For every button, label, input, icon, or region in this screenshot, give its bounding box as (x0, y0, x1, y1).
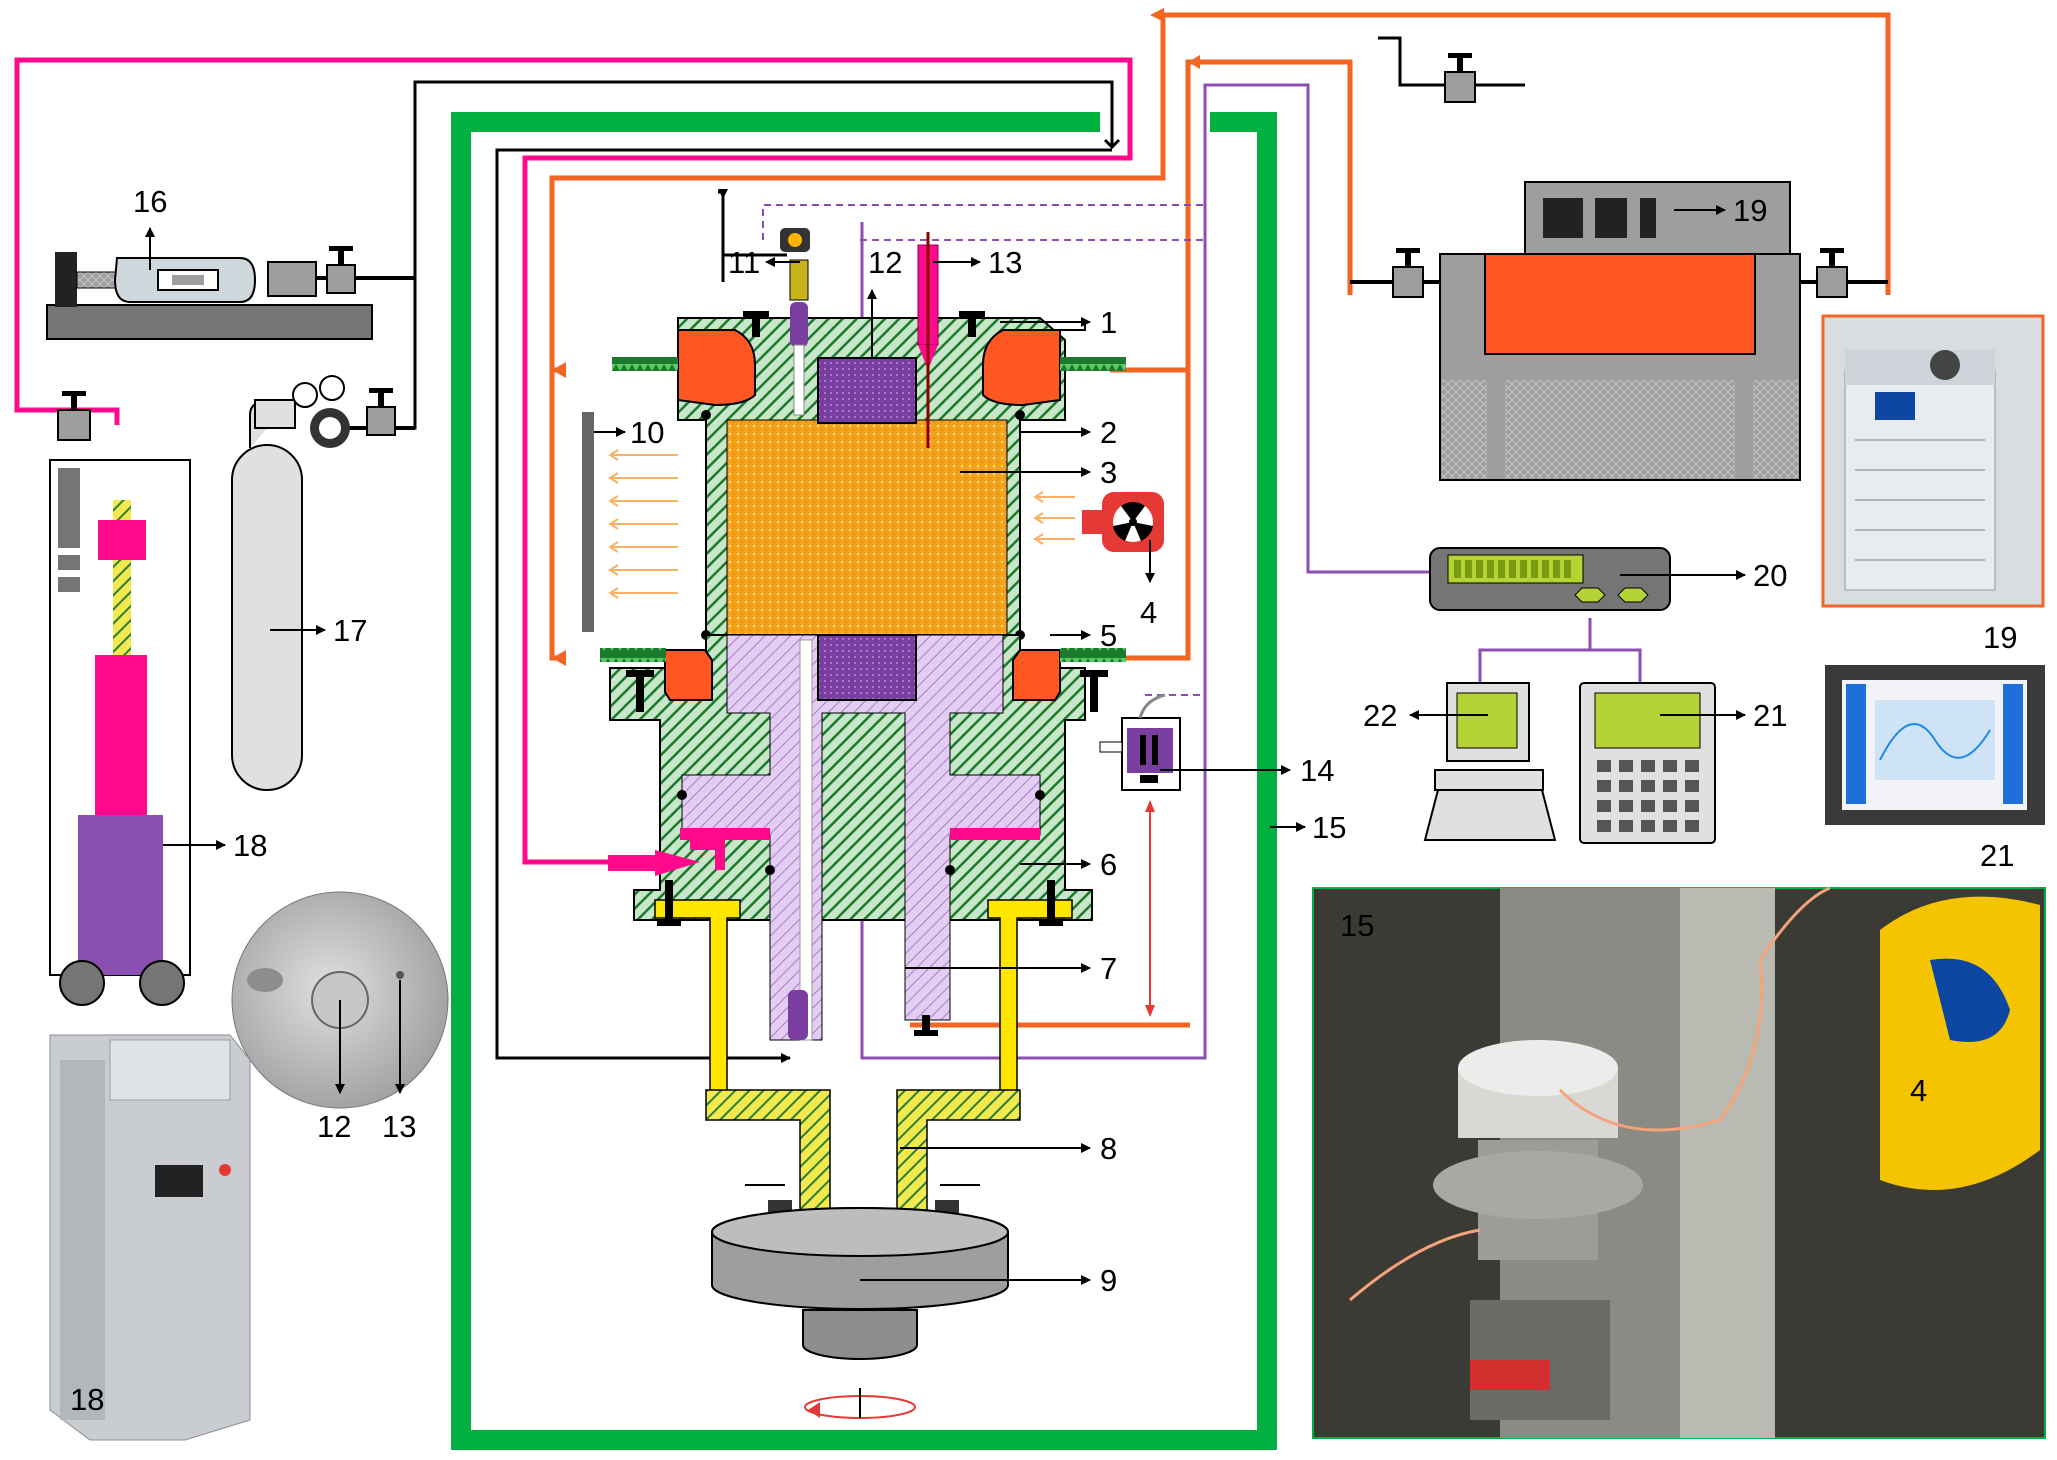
label-5: 5 (1100, 618, 1117, 653)
label-17: 17 (333, 613, 367, 648)
label-15: 15 (1312, 810, 1346, 845)
label-19: 19 (1733, 193, 1767, 228)
displacement-sensor (1099, 693, 1181, 791)
photo-label-13: 13 (382, 1109, 416, 1144)
top-porous-plate (817, 357, 917, 424)
pressure-pump-cabinet (49, 459, 191, 1006)
controller-terminal (1579, 682, 1716, 844)
radiation-shield-frame (451, 112, 1277, 1450)
label-6: 6 (1100, 847, 1117, 882)
leader-lines (145, 205, 1746, 1285)
rock-sample (726, 419, 1008, 636)
label-12: 12 (868, 245, 902, 280)
label-9: 9 (1100, 1263, 1117, 1298)
purple-signal-line (860, 83, 1642, 1060)
label-16: 16 (133, 184, 167, 219)
label-11: 11 (728, 245, 760, 280)
label-2: 2 (1100, 415, 1117, 450)
valve-handles (62, 53, 1844, 411)
chiller-photo (1821, 314, 2045, 608)
detector-panel (582, 412, 1075, 632)
label-20: 20 (1753, 558, 1787, 593)
label-1: 1 (1100, 305, 1117, 340)
orange-arrowheads (552, 8, 1200, 666)
part-labels: 1 2 3 4 5 6 7 8 9 10 11 12 13 14 15 16 1… (70, 184, 2017, 1417)
photo-label-21: 21 (1980, 838, 2014, 873)
photo-label-4: 4 (1910, 1073, 1927, 1108)
circulating-chiller (1439, 181, 1801, 481)
label-21: 21 (1753, 698, 1787, 733)
bottom-porous-plate (817, 634, 917, 701)
test-rig-photo (1312, 886, 2046, 1439)
label-10: 10 (630, 415, 664, 450)
label-13: 13 (988, 245, 1022, 280)
label-4: 4 (1140, 595, 1157, 630)
dashed-purple-line (762, 204, 1205, 696)
photo-label-12: 12 (317, 1109, 351, 1144)
syringe-pump (46, 252, 373, 340)
photo-label-19: 19 (1983, 620, 2017, 655)
controller-photo (1825, 665, 2045, 825)
cabinet-photo (49, 1034, 251, 1441)
radiation-icon (1082, 492, 1164, 552)
label-22: 22 (1363, 698, 1397, 733)
label-14: 14 (1300, 753, 1334, 788)
pressure-vessel (600, 228, 1155, 1419)
computer-icon (1423, 682, 1557, 841)
photo-label-18: 18 (70, 1382, 104, 1417)
photo-label-15: 15 (1340, 908, 1374, 943)
label-8: 8 (1100, 1131, 1117, 1166)
valve-connectors (316, 276, 1888, 430)
label-3: 3 (1100, 455, 1117, 490)
data-logger (1429, 547, 1671, 611)
gas-cylinder-icon (231, 375, 350, 791)
label-7: 7 (1100, 951, 1117, 986)
label-18: 18 (233, 828, 267, 863)
